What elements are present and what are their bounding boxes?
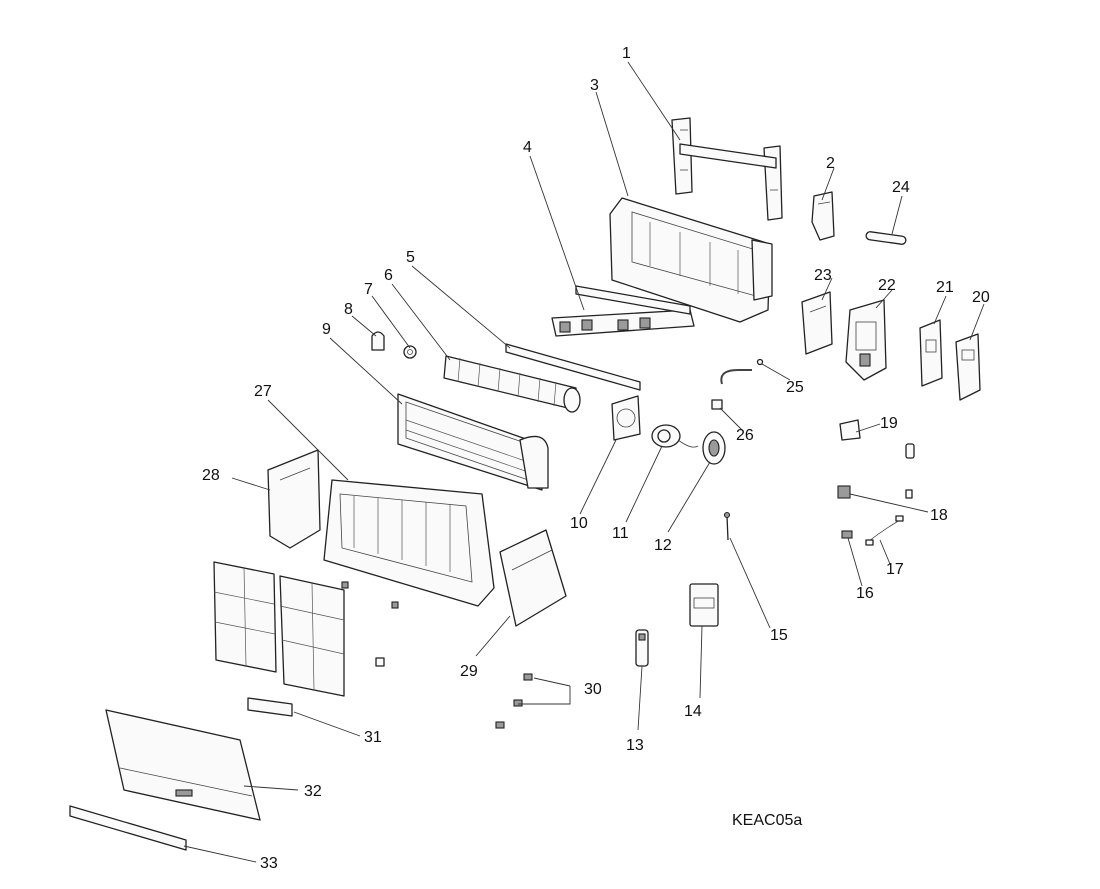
part-21-pcb	[919, 319, 943, 387]
part-6-crossflow-fan	[443, 355, 581, 413]
part-11-fan-motor	[651, 424, 699, 448]
part-4-louver-assembly	[551, 285, 695, 337]
callout-25: 25	[786, 379, 804, 396]
part-13-remote-control	[635, 629, 649, 667]
callout-8: 8	[344, 301, 353, 318]
callout-32: 32	[304, 783, 322, 800]
callout-3: 3	[590, 77, 599, 94]
part-26-drain-fitting	[711, 399, 723, 410]
part-16-connector	[841, 530, 853, 539]
callout-14: 14	[684, 703, 702, 720]
callout-21: 21	[936, 279, 954, 296]
part-30-clips	[495, 673, 533, 729]
part-15-sensor-probe	[723, 511, 731, 541]
air-filters	[213, 561, 385, 697]
part-20-cover-plate	[955, 333, 981, 401]
part-25-drain-hose	[720, 358, 764, 385]
callout-29: 29	[460, 663, 478, 680]
callout-16: 16	[856, 585, 874, 602]
part-32-front-cover	[105, 709, 261, 821]
callout-11: 11	[612, 525, 629, 542]
callout-23: 23	[814, 267, 832, 284]
part-14-wired-controller	[689, 583, 719, 627]
part-5-flap-rod	[505, 343, 641, 391]
callout-33: 33	[260, 855, 278, 872]
callouts: 1 2 3 4 5 6 7 8 9 10 11 12 13 14 15 16 1…	[202, 45, 990, 872]
diagram-code-label: KEAC05a	[732, 812, 802, 829]
callout-27: 27	[254, 383, 272, 400]
callout-24: 24	[892, 179, 910, 196]
callout-26: 26	[736, 427, 754, 444]
callout-30: 30	[584, 681, 602, 698]
callout-22: 22	[878, 277, 896, 294]
part-3-rear-chassis	[609, 197, 773, 323]
leader-lines	[183, 61, 985, 863]
callout-18: 18	[930, 507, 948, 524]
callout-10: 10	[570, 515, 588, 532]
part-23-box-cover	[801, 291, 833, 355]
part-31-display-board	[247, 697, 293, 717]
part-12-motor-cover	[702, 431, 726, 465]
callout-7: 7	[364, 281, 373, 298]
callout-28: 28	[202, 467, 220, 484]
callout-17: 17	[886, 561, 904, 578]
part-28-left-side-panel	[267, 449, 321, 549]
callout-13: 13	[626, 737, 644, 754]
part-10-motor-holder	[611, 395, 641, 441]
part-7-bearing	[403, 345, 417, 359]
callout-4: 4	[523, 139, 532, 156]
part-19-sensor-holder	[839, 419, 915, 459]
callout-5: 5	[406, 249, 415, 266]
callout-2: 2	[826, 155, 835, 172]
part-1-mounting-plate	[671, 117, 783, 221]
part-24-pipe-connector	[865, 231, 907, 245]
part-27-front-frame	[323, 479, 495, 609]
part-29-right-side-panel	[499, 529, 567, 627]
callout-31: 31	[364, 729, 382, 746]
part-33-bottom-strip	[69, 805, 187, 851]
part-2-bracket	[811, 191, 835, 241]
callout-19: 19	[880, 415, 898, 432]
part-9-evaporator	[397, 393, 549, 491]
callout-1: 1	[622, 45, 631, 62]
callout-6: 6	[384, 267, 393, 284]
callout-12: 12	[654, 537, 672, 554]
callout-15: 15	[770, 627, 788, 644]
part-18-terminal	[837, 485, 913, 499]
part-22-control-box	[845, 299, 887, 381]
callout-9: 9	[322, 321, 331, 338]
callout-20: 20	[972, 289, 990, 306]
part-17-wire-harness	[865, 515, 904, 546]
